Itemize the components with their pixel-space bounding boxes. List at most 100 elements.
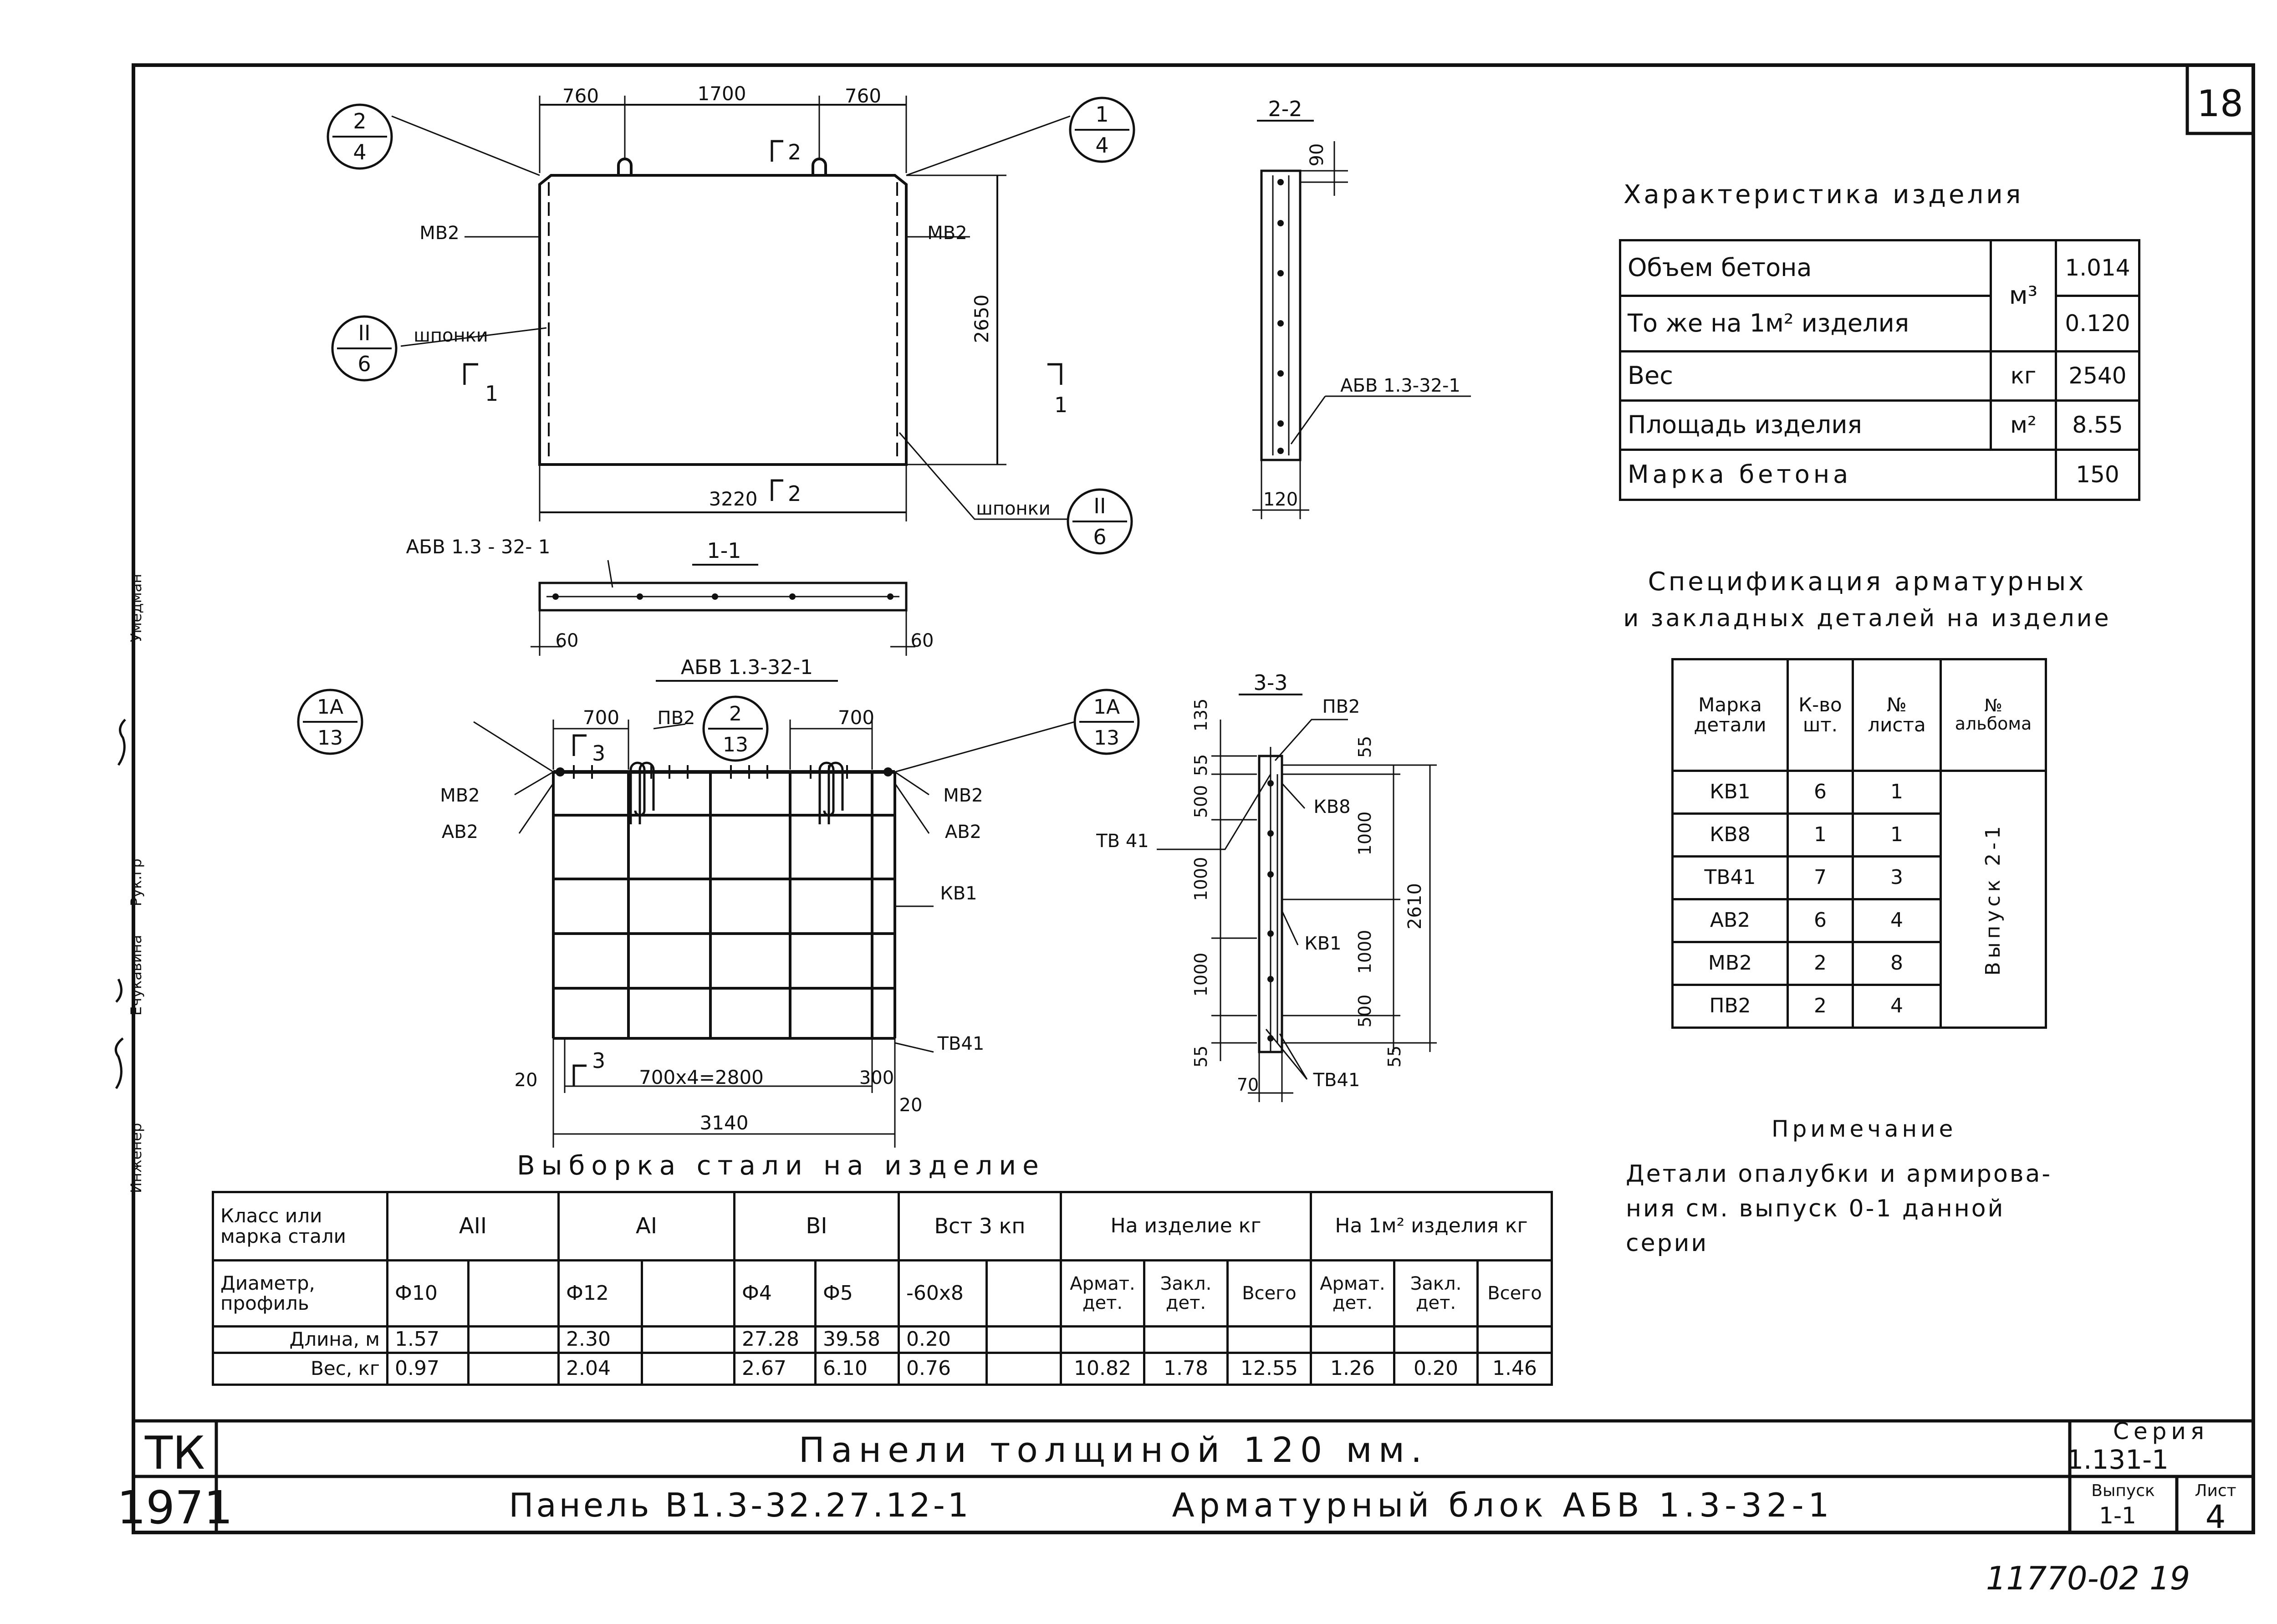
steel-weight-8: [985, 1352, 1062, 1386]
steel-profile-1: Ф10: [386, 1259, 470, 1328]
char-row-1-value: 1.014: [2055, 239, 2140, 297]
stamp-role-1: Инженер: [128, 1123, 145, 1193]
char-row-3-label: Вес: [1619, 350, 1992, 402]
characteristics-table: Объем бетона м³ 1.014 То же на 1м² издел…: [1619, 239, 2140, 501]
label-mb2-right: МВ2: [927, 223, 967, 244]
svg-text:2: 2: [353, 109, 366, 133]
svg-text:II: II: [1093, 494, 1106, 518]
svg-text:13: 13: [723, 733, 748, 756]
steel-profile-6: Ф5: [814, 1259, 900, 1328]
section-2-2-dim-top: 90: [1307, 143, 1327, 167]
block-dim-3140: 3140: [700, 1112, 749, 1134]
spec-album: Выпуск 2-1: [1940, 770, 2047, 1029]
steel-profile-9: Армат. дет.: [1060, 1259, 1145, 1328]
svg-text:6: 6: [1093, 525, 1106, 549]
s33-dim-55-bottom: 55: [1191, 1046, 1211, 1067]
spec-header-album: № альбома: [1940, 658, 2047, 772]
spec-row-6-sheet: 4: [1852, 984, 1942, 1029]
specification-title: Спецификация арматурных и закладных дета…: [1567, 567, 2168, 632]
steel-profile-8: [985, 1259, 1062, 1328]
block-dim-300: 300: [859, 1067, 894, 1088]
spec-row-6-mark: ПВ2: [1671, 984, 1789, 1029]
s33-dim-2610: 2610: [1404, 883, 1425, 929]
spec-header-sheet: № листа: [1852, 658, 1942, 772]
footer-title-block: Арматурный блок АБВ 1.3-32-1: [1172, 1486, 1834, 1524]
svg-text:1: 1: [1095, 102, 1108, 127]
block-dim-20-left: 20: [515, 1070, 538, 1091]
panel-front-labels: 760 1700 760 2650 3220 МВ2 МВ2 шпонки шп…: [414, 82, 1067, 519]
steel-table: Класс или марка стали АII АI ВI Вст 3 кп…: [212, 1191, 1553, 1386]
spec-row-4-sheet: 4: [1852, 898, 1942, 943]
cut-1-left: 1: [485, 381, 498, 406]
spec-row-5-sheet: 8: [1852, 941, 1942, 986]
s33-rdim-500: 500: [1355, 995, 1375, 1028]
block-dim-700-left: 700: [583, 706, 619, 729]
s33-rdim-55-bottom: 55: [1384, 1046, 1404, 1067]
svg-text:2: 2: [729, 702, 742, 725]
footer-list-label: Лист: [2195, 1481, 2236, 1500]
footer-vypusk-value: 1-1: [2099, 1502, 2136, 1529]
steel-weight-4: [641, 1352, 735, 1386]
char-row-1-label: Объем бетона: [1619, 239, 1992, 297]
spec-row-2-mark: КВ8: [1671, 812, 1789, 858]
s33-rdim-1000-a: 1000: [1355, 812, 1375, 856]
characteristics-section: Характеристика изделия: [1624, 180, 2170, 209]
sheet-number-box: [2185, 63, 2255, 135]
section-3-3-dots: [1267, 780, 1274, 1042]
spec-row-1-sheet: 1: [1852, 770, 1942, 815]
steel-label-profile: Диаметр, профиль: [212, 1259, 388, 1328]
steel-label-length: Длина, м: [212, 1325, 388, 1354]
section-3-3-tb41-bottom: ТВ41: [1313, 1070, 1360, 1091]
steel-label-weight: Вес, кг: [212, 1352, 388, 1386]
block-callout-middle: 2 13: [702, 695, 769, 762]
s33-dim-1000-a: 1000: [1191, 857, 1211, 901]
steel-profile-14: Всего: [1476, 1259, 1553, 1328]
svg-text:1А: 1А: [1093, 695, 1120, 719]
block-label-mb2-right: МВ2: [943, 785, 983, 806]
stamp-signature: [114, 719, 126, 1089]
footer-title-panel: Панель В1.3-32.27.12-1: [509, 1486, 971, 1524]
steel-length-13: [1393, 1325, 1479, 1354]
s33-dim-135: 135: [1191, 699, 1211, 732]
section-3-3: [1157, 694, 1437, 1102]
svg-text:6: 6: [357, 352, 371, 376]
steel-length-14: [1476, 1325, 1553, 1354]
spec-row-3-mark: ТВ41: [1671, 855, 1789, 900]
section-3-3-tb41-top: ТВ 41: [1096, 831, 1149, 852]
steel-profile-12: Армат. дет.: [1310, 1259, 1395, 1328]
block-title: АБВ 1.3-32-1: [681, 656, 813, 679]
section-2-2: [1252, 120, 1471, 519]
block-label-ab2-right: АВ2: [945, 822, 981, 843]
block-dim-20-right: 20: [899, 1095, 923, 1116]
s33-dim-55-top: 55: [1191, 754, 1211, 776]
section-3-3-kb1: КВ1: [1304, 933, 1341, 954]
steel-weight-14: 1.46: [1476, 1352, 1553, 1386]
label-shponki-left: шпонки: [414, 325, 488, 346]
title-block: [133, 1419, 2253, 1532]
steel-length-2: [467, 1325, 560, 1354]
block-cut-3-bottom: 3: [592, 1048, 605, 1073]
spec-row-2-qty: 1: [1787, 812, 1854, 858]
svg-text:4: 4: [1095, 133, 1108, 158]
block-callout-left: 1А 13: [297, 689, 363, 755]
steel-class-a2: АII: [386, 1191, 560, 1261]
section-2-2-dots: [1277, 179, 1284, 454]
spec-row-4-mark: АВ2: [1671, 898, 1789, 943]
spec-row-5-mark: МВ2: [1671, 941, 1789, 986]
footer-year: 1971: [117, 1481, 233, 1534]
steel-on-product: На изделие кг: [1060, 1191, 1312, 1261]
block-callout-right: 1А 13: [1073, 689, 1140, 755]
dim-1700: 1700: [698, 82, 746, 105]
steel-length-8: [985, 1325, 1062, 1354]
section-1-1-label: АБВ 1.3 - 32- 1: [406, 536, 550, 558]
spec-title-line1: Спецификация арматурных: [1648, 567, 2087, 597]
block-label-ab2-left: АВ2: [442, 822, 478, 843]
char-row-3-value: 2540: [2055, 350, 2140, 402]
spec-header-qty: К-во шт.: [1787, 658, 1854, 772]
steel-weight-12: 1.26: [1310, 1352, 1395, 1386]
dim-760-left: 760: [562, 85, 599, 107]
steel-weight-3: 2.04: [557, 1352, 643, 1386]
footer-seria-label: Серия: [2113, 1418, 2209, 1445]
block-label-kb1: КВ1: [940, 883, 977, 904]
svg-text:13: 13: [317, 726, 343, 750]
